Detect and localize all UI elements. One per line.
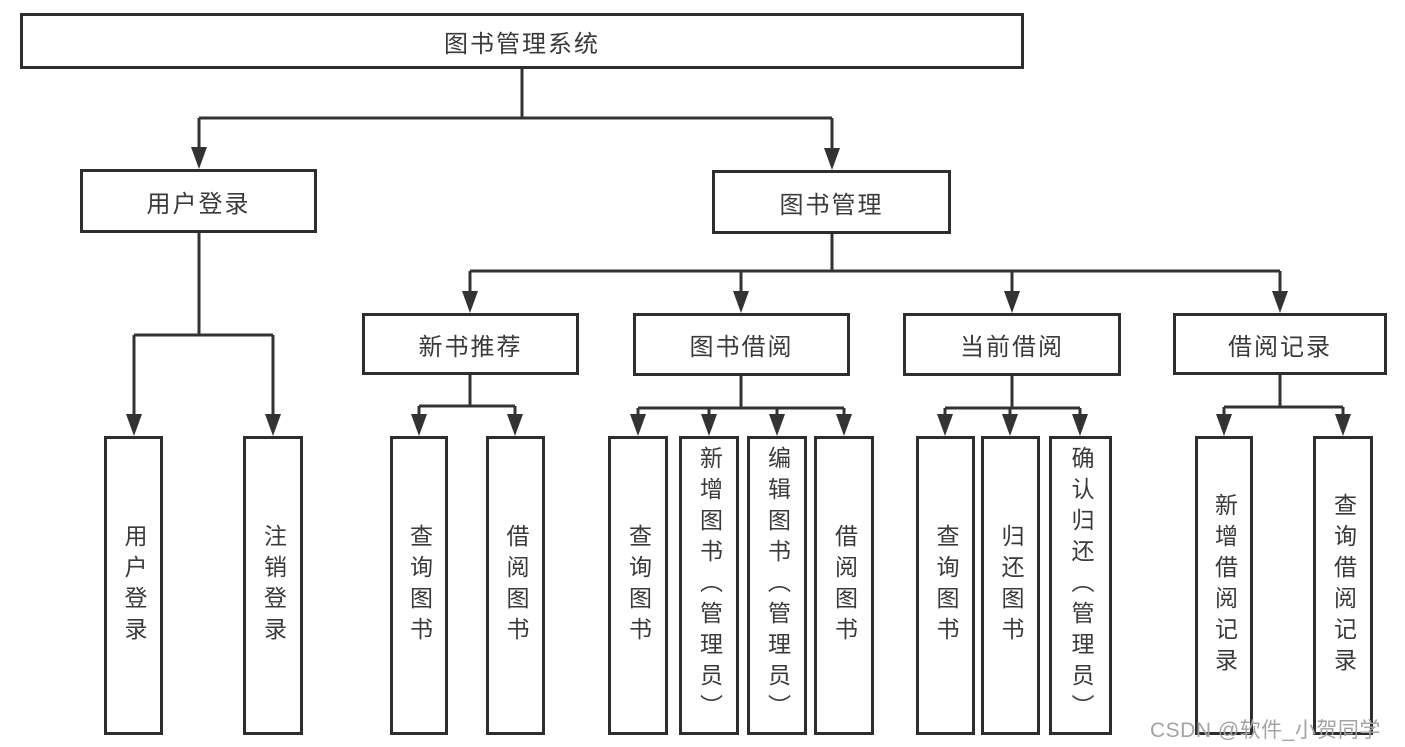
leaf-logout-login: 注销登录 [243, 436, 303, 735]
arrow-down-icon [411, 414, 427, 436]
arrow-down-icon [126, 414, 142, 436]
leaf-add-borrow-record: 新增借阅记录 [1195, 436, 1253, 735]
arrow-down-icon [1002, 414, 1018, 436]
arrow-down-icon [191, 147, 207, 169]
leaf-return-books: 归还图书 [981, 436, 1040, 735]
arrow-down-icon [265, 414, 281, 436]
node-book-borrow: 图书借阅 [633, 313, 850, 376]
node-borrow-records: 借阅记录 [1173, 313, 1387, 375]
csdn-watermark: CSDN @软件_小贺同学 [1150, 719, 1381, 742]
connector-mgmt-to-level3 [468, 234, 1282, 296]
arrow-down-icon [836, 414, 852, 436]
connector-login-to-leaves [132, 233, 275, 419]
arrow-down-icon [701, 414, 717, 436]
connector-records-to-leaves [1222, 375, 1345, 419]
arrow-down-icon [824, 148, 840, 170]
leaf-current-query-books: 查询图书 [916, 436, 975, 735]
connector-root-to-level2 [197, 69, 834, 153]
leaf-query-borrow-record: 查询借阅记录 [1313, 436, 1373, 735]
leaf-edit-books-admin: 编辑图书（管理员） [747, 436, 807, 735]
node-root-system: 图书管理系统 [20, 13, 1024, 69]
arrow-down-icon [733, 291, 749, 313]
arrow-down-icon [630, 414, 646, 436]
connector-current-to-leaves [943, 376, 1082, 419]
arrowheads [126, 147, 1351, 436]
node-book-management: 图书管理 [712, 170, 951, 234]
connector-newbook-to-leaves [417, 375, 517, 419]
leaf-borrow-books: 借阅图书 [814, 436, 874, 735]
leaf-borrow-query-books: 查询图书 [608, 436, 668, 735]
node-new-book-recommend: 新书推荐 [362, 313, 579, 375]
leaf-recommend-query-books: 查询图书 [390, 436, 448, 735]
leaf-add-books-admin: 新增图书（管理员） [679, 436, 739, 735]
arrow-down-icon [1272, 291, 1288, 313]
arrow-down-icon [462, 291, 478, 313]
arrow-down-icon [769, 414, 785, 436]
arrow-down-icon [1216, 414, 1232, 436]
leaf-recommend-borrow-books: 借阅图书 [486, 436, 545, 735]
arrow-down-icon [1335, 414, 1351, 436]
arrow-down-icon [1072, 414, 1088, 436]
arrow-down-icon [937, 414, 953, 436]
node-user-login: 用户登录 [80, 169, 317, 233]
arrow-down-icon [507, 414, 523, 436]
connector-borrow-to-leaves [636, 376, 846, 419]
node-current-borrow: 当前借阅 [903, 313, 1121, 376]
leaf-confirm-return-admin: 确认归还（管理员） [1049, 436, 1112, 735]
arrow-down-icon [1004, 291, 1020, 313]
leaf-user-login: 用户登录 [104, 436, 163, 735]
